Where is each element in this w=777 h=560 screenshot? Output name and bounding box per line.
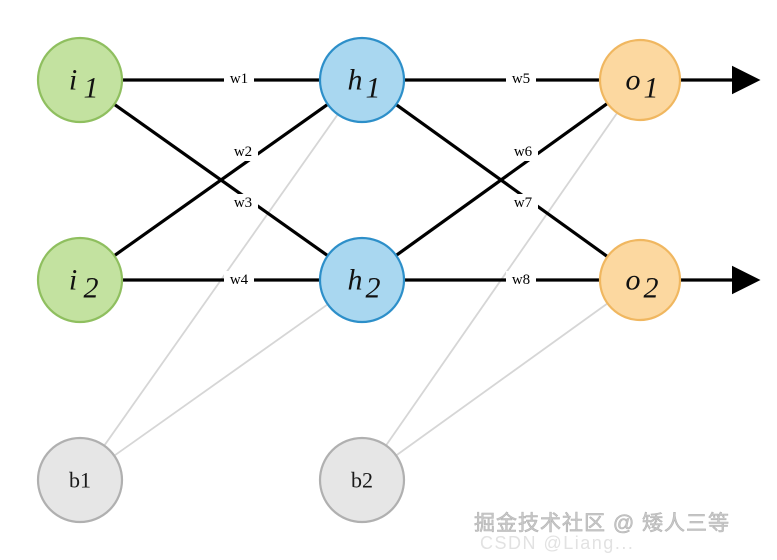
node-b2[interactable]: b2 — [318, 436, 406, 524]
node-label-o2: o — [626, 264, 641, 297]
watermark-primary: 掘金技术社区 @ 矮人三等 — [474, 512, 730, 536]
weight-label-backdrop — [228, 194, 258, 212]
weight-label-text: w5 — [512, 71, 530, 87]
node-label-h1: h — [348, 64, 363, 97]
weight-label-group: w1 w2 w3 w4 w5 w6 w7 w8 — [224, 70, 538, 289]
weight-label: w1 — [224, 70, 254, 88]
node-label-b2: b2 — [351, 468, 373, 493]
weight-label-backdrop — [506, 271, 536, 289]
weight-label: w2 — [228, 143, 258, 161]
weight-edge — [395, 102, 609, 257]
weight-label-backdrop — [228, 143, 258, 161]
node-b1[interactable]: b1 — [36, 436, 124, 524]
weight-label: w5 — [506, 70, 536, 88]
node-label-b1: b1 — [69, 468, 91, 493]
node-circle-o2[interactable] — [598, 238, 682, 322]
node-subscript-i2: 2 — [84, 272, 99, 305]
node-subscript-h1: 1 — [366, 72, 381, 105]
node-circle-i1[interactable] — [36, 36, 124, 124]
node-subscript-h2: 2 — [366, 272, 381, 305]
weight-label-text: w2 — [234, 144, 252, 160]
weight-label-text: w8 — [512, 272, 530, 288]
weight-label: w3 — [228, 194, 258, 212]
bias-edge — [113, 303, 329, 457]
weight-label-text: w6 — [514, 144, 533, 160]
weight-label: w7 — [508, 194, 538, 212]
weight-label: w6 — [508, 143, 538, 161]
node-circle-b2[interactable] — [318, 436, 406, 524]
node-label-i1: i — [69, 64, 77, 97]
node-circle-h1[interactable] — [318, 36, 406, 124]
node-circle-b1[interactable] — [36, 436, 124, 524]
watermark-secondary: CSDN @Liang... — [480, 533, 635, 553]
weight-label-backdrop — [506, 70, 536, 88]
weight-label-text: w1 — [230, 71, 248, 87]
node-circle-i2[interactable] — [36, 236, 124, 324]
output-arrow-group — [680, 65, 761, 295]
weight-edge-group — [113, 78, 609, 282]
weight-edge — [113, 102, 329, 258]
bias-edge — [395, 302, 609, 457]
node-subscript-i1: 1 — [84, 72, 99, 105]
weight-label-text: w7 — [514, 195, 533, 211]
node-subscript-o2: 2 — [644, 272, 659, 305]
weight-label-backdrop — [508, 194, 538, 212]
node-subscript-o1: 1 — [644, 72, 659, 105]
weight-label-text: w4 — [230, 272, 249, 288]
node-circle-o1[interactable] — [598, 38, 682, 122]
weight-label: w8 — [506, 271, 536, 289]
weight-label-backdrop — [224, 70, 254, 88]
node-circle-h2[interactable] — [318, 236, 406, 324]
node-label-i2: i — [69, 264, 77, 297]
node-label-h2: h — [348, 264, 363, 297]
weight-label-backdrop — [508, 143, 538, 161]
weight-label-backdrop — [224, 271, 254, 289]
node-label-o1: o — [626, 64, 641, 97]
weight-label-text: w3 — [234, 195, 252, 211]
weight-label: w4 — [224, 271, 254, 289]
